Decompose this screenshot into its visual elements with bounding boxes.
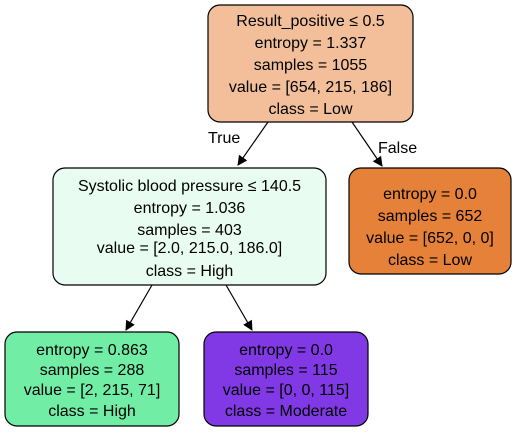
- node-left-right-class: class = Moderate: [225, 403, 347, 420]
- node-root-value: value = [654, 215, 186]: [229, 79, 392, 96]
- edge-root-to-left: [237, 121, 269, 166]
- node-root-split: Result_positive ≤ 0.5: [236, 13, 385, 30]
- node-left-left-samples: samples = 288: [40, 362, 145, 379]
- node-left-left-class: class = High: [48, 403, 136, 420]
- node-left-left-entropy: entropy = 0.863: [36, 342, 148, 359]
- node-root-samples: samples = 1055: [254, 57, 368, 74]
- false-edge-label: False: [378, 140, 417, 157]
- node-left: Systolic blood pressure ≤ 140.5 entropy …: [52, 167, 327, 286]
- node-right-box: [348, 167, 512, 275]
- node-right-entropy: entropy = 0.0: [383, 186, 477, 203]
- node-left-right-value: value = [0, 0, 115]: [223, 382, 349, 399]
- node-left-split: Systolic blood pressure ≤ 140.5: [78, 178, 301, 195]
- node-root-entropy: entropy = 1.337: [255, 35, 367, 52]
- edge-left-to-left-left: [125, 284, 153, 331]
- node-left-right-box: [203, 331, 369, 427]
- node-root: Result_positive ≤ 0.5 entropy = 1.337 sa…: [207, 4, 414, 123]
- node-left-left-box: [4, 331, 180, 427]
- node-left-right: entropy = 0.0 samples = 115 value = [0, …: [203, 331, 369, 427]
- node-right-class: class = Low: [388, 252, 472, 269]
- node-left-samples: samples = 403: [137, 222, 242, 239]
- node-root-box: [207, 4, 414, 123]
- node-left-box: [52, 167, 327, 286]
- node-right: entropy = 0.0 samples = 652 value = [652…: [348, 167, 512, 275]
- node-right-samples: samples = 652: [378, 208, 483, 225]
- node-left-value: value = [2.0, 215.0, 186.0]: [97, 240, 282, 257]
- node-left-left-value: value = [2, 215, 71]: [24, 382, 161, 399]
- true-edge-label: True: [208, 130, 240, 147]
- edge-root-to-right: [351, 121, 383, 167]
- node-left-class: class = High: [146, 263, 234, 280]
- node-left-right-samples: samples = 115: [234, 362, 337, 379]
- node-root-class: class = Low: [268, 101, 352, 118]
- node-left-entropy: entropy = 1.036: [134, 200, 246, 217]
- node-right-value: value = [652, 0, 0]: [366, 230, 494, 247]
- edge-left-to-left-right: [225, 284, 253, 331]
- node-left-left: entropy = 0.863 samples = 288 value = [2…: [4, 331, 180, 427]
- node-left-right-entropy: entropy = 0.0: [239, 342, 333, 359]
